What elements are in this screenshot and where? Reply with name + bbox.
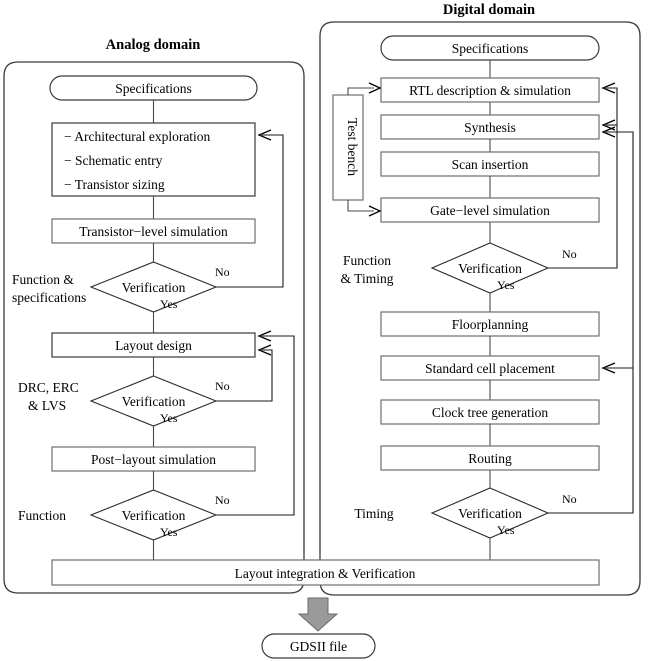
- analog-verification-label-2: Verification: [122, 394, 186, 409]
- digital-specifications-label: Specifications: [452, 41, 528, 56]
- analog-check-side-2-line2: & LVS: [28, 398, 66, 413]
- analog-step-box-transistor-level-simulation: [51, 218, 256, 244]
- digital-step-label-2: Scan insertion: [452, 157, 529, 172]
- digital-domain-container: [319, 21, 641, 596]
- digital-check-side-1-line2: & Timing: [341, 271, 394, 286]
- digital-testbench-box: [332, 94, 364, 201]
- analog-check-side-3-line1: Function: [18, 508, 66, 523]
- analog-check-yes-2: Yes: [160, 411, 178, 425]
- digital-step-label-6: Clock tree generation: [432, 405, 548, 420]
- digital-check-yes-2: Yes: [497, 523, 515, 537]
- digital-verification-label-2: Verification: [458, 506, 522, 521]
- digital-step-box-synthesis: [380, 114, 600, 140]
- digital-step-label-5: Standard cell placement: [425, 361, 555, 376]
- analog-check-side-1-line2: specifications: [12, 290, 86, 305]
- analog-check-no-2: No: [215, 379, 230, 393]
- analog-check-no-3: No: [215, 493, 230, 507]
- analog-verification-label-1: Verification: [122, 280, 186, 295]
- digital-check-yes-1: Yes: [497, 278, 515, 292]
- digital-step-box-floorplanning: [380, 311, 600, 337]
- digital-step-label-1: Synthesis: [464, 120, 516, 135]
- layout-integration-bar: [51, 559, 600, 586]
- digital-domain-title: Digital domain: [443, 2, 535, 18]
- digital-check-side-1-line1: Function: [343, 253, 391, 268]
- digital-step-box-scan-insertion: [380, 151, 600, 177]
- digital-step-label-7: Routing: [468, 451, 512, 466]
- digital-step-box-gate-level-simulation: [380, 197, 600, 223]
- analog-design-line-1: − Architectural exploration: [64, 129, 211, 144]
- layout-integration-label: Layout integration & Verification: [235, 566, 416, 581]
- analog-step-label-2: Post−layout simulation: [91, 452, 216, 467]
- gdsii-output-box: [261, 633, 376, 659]
- digital-step-box-clock-tree-generation: [380, 399, 600, 425]
- gdsii-output-label: GDSII file: [290, 639, 347, 654]
- analog-check-yes-1: Yes: [160, 297, 178, 311]
- analog-check-no-1: No: [215, 265, 230, 279]
- analog-step-label-0: Transistor−level simulation: [79, 224, 228, 239]
- digital-verification-label-1: Verification: [458, 261, 522, 276]
- analog-check-side-2-line1: DRC, ERC: [18, 380, 79, 395]
- analog-domain-title: Analog domain: [106, 37, 201, 53]
- digital-step-label-3: Gate−level simulation: [430, 203, 550, 218]
- digital-step-box-standard-cell-placement: [380, 355, 600, 381]
- analog-specifications-label: Specifications: [115, 81, 191, 96]
- analog-check-side-1-line1: Function &: [12, 272, 74, 287]
- digital-check-no-2: No: [562, 492, 577, 506]
- digital-step-label-4: Floorplanning: [452, 317, 529, 332]
- analog-check-yes-3: Yes: [160, 525, 178, 539]
- down-arrow-icon: [297, 597, 339, 632]
- analog-design-line-2: − Schematic entry: [64, 153, 163, 168]
- analog-verification-label-3: Verification: [122, 508, 186, 523]
- analog-step-label-1: Layout design: [115, 338, 192, 353]
- digital-step-label-0: RTL description & simulation: [409, 83, 571, 98]
- digital-testbench-label: Test bench: [345, 118, 360, 176]
- analog-design-line-3: − Transistor sizing: [64, 177, 165, 192]
- digital-check-no-1: No: [562, 247, 577, 261]
- digital-check-side-2-line1: Timing: [354, 506, 394, 521]
- analog-domain-container: [3, 61, 305, 594]
